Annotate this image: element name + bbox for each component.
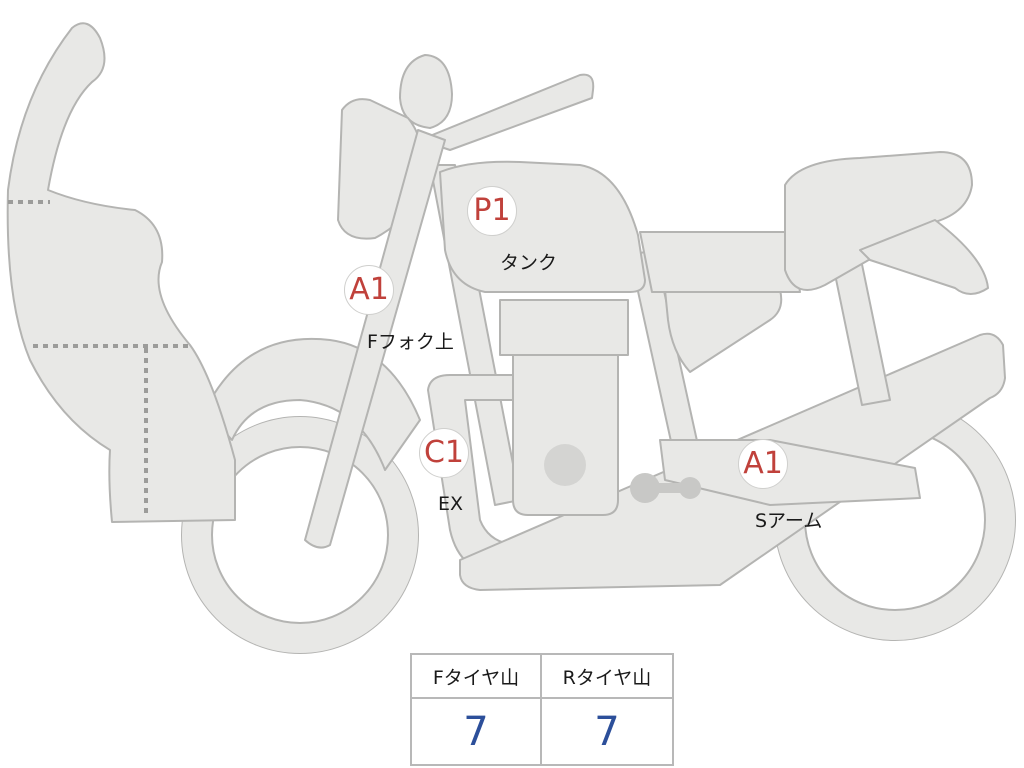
frame-mid <box>639 231 801 293</box>
exhaust-code-badge: C1 <box>419 428 469 478</box>
seat <box>784 151 973 291</box>
engine-cover <box>544 444 586 486</box>
fairing-dashed-lines <box>8 200 190 515</box>
rear-tire-tread-value: 7 <box>594 708 620 755</box>
engine-top <box>499 299 629 356</box>
tank-code-badge: P1 <box>467 186 517 236</box>
front-wheel <box>181 416 419 654</box>
rear-cowl <box>859 219 989 295</box>
exhaust-label: EX <box>438 493 464 515</box>
engine-block <box>512 354 619 516</box>
swing-arm-label: Sアーム <box>755 510 823 532</box>
swing-arm-pivot <box>630 473 701 503</box>
rear-tire-tread-header: Rタイヤ山 <box>542 655 672 699</box>
tank-label: タンク <box>500 252 558 274</box>
swing-arm-code-badge: A1 <box>738 439 788 489</box>
front-tire-tread-header: Fタイヤ山 <box>412 655 542 699</box>
tire-tread-table: Fタイヤ山 Rタイヤ山 7 7 <box>410 653 674 766</box>
front-fork-part <box>304 129 446 549</box>
mirror <box>399 54 453 129</box>
front-fairing <box>6 22 236 523</box>
handlebar <box>419 73 595 151</box>
front-fork-label: Fフォク上 <box>367 331 454 353</box>
side-cover <box>664 289 783 373</box>
front-tire-tread-value: 7 <box>412 699 542 764</box>
front-fork-code-badge: A1 <box>344 265 394 315</box>
